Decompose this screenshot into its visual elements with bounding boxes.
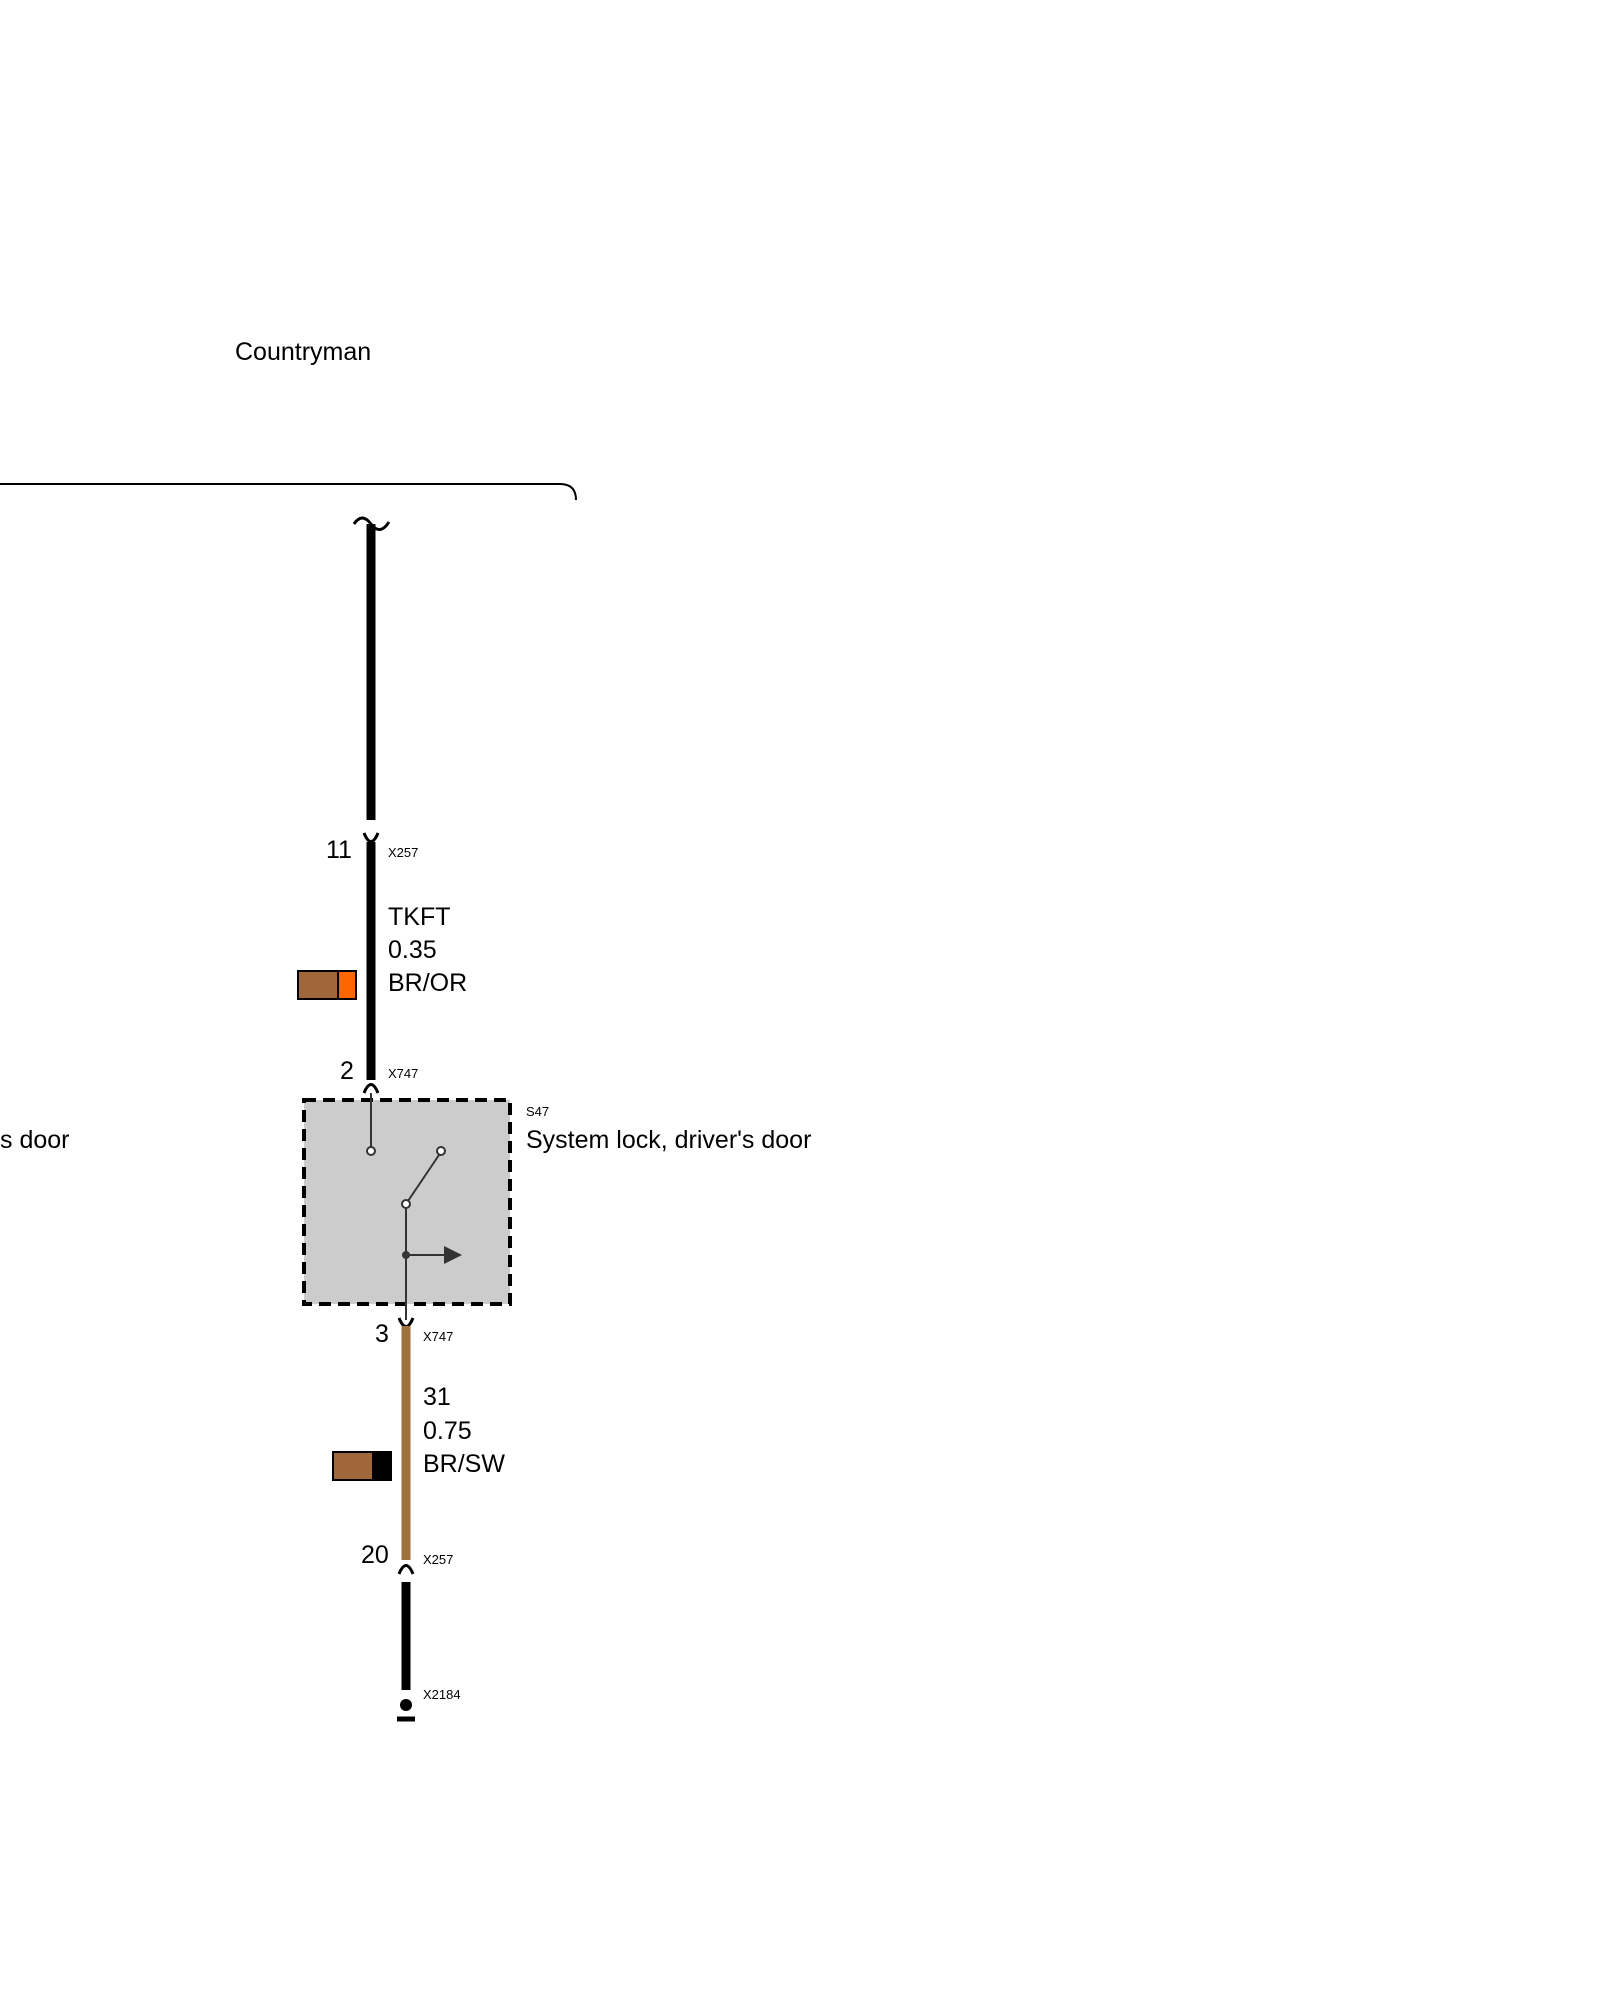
wire-31-color-code: BR/SW: [423, 1450, 505, 1478]
connector-x747-out-name: X747: [423, 1329, 453, 1344]
connector-x747-in-pin-number: 2: [340, 1057, 354, 1085]
connector-x747-pin2-symbol: [362, 1083, 380, 1094]
connector-x257-pin11-symbol: [362, 832, 380, 843]
adjacent-component-label: s door: [0, 1126, 69, 1154]
wire-tkft-color-swatch: [297, 970, 357, 1000]
ground-symbol: [397, 1699, 415, 1722]
connector-x257-pin20-symbol: [397, 1564, 415, 1575]
wire-tkft-signal: TKFT: [388, 903, 451, 931]
switch-symbol: [366, 1093, 462, 1320]
wire-31-gauge: 0.75: [423, 1417, 472, 1445]
wire-tkft-gauge: 0.35: [388, 936, 437, 964]
ground-connector-name: X2184: [423, 1687, 461, 1702]
variant-label: Countryman: [235, 338, 371, 366]
component-name: System lock, driver's door: [526, 1126, 811, 1154]
wire-tkft-color-code: BR/OR: [388, 969, 467, 997]
component-id: S47: [526, 1104, 549, 1119]
variant-bracket: [0, 483, 577, 501]
connector-x257-pin-number: 11: [326, 836, 352, 864]
wire-31-signal: 31: [423, 1383, 451, 1411]
connector-x257-name: X257: [388, 845, 418, 860]
wire-31-color-swatch: [332, 1451, 392, 1481]
connector-x747-out-pin-number: 3: [375, 1320, 389, 1348]
connector-x257-bottom-name: X257: [423, 1552, 453, 1567]
connector-x747-in-name: X747: [388, 1066, 418, 1081]
connector-x257-bottom-pin-number: 20: [361, 1541, 389, 1569]
